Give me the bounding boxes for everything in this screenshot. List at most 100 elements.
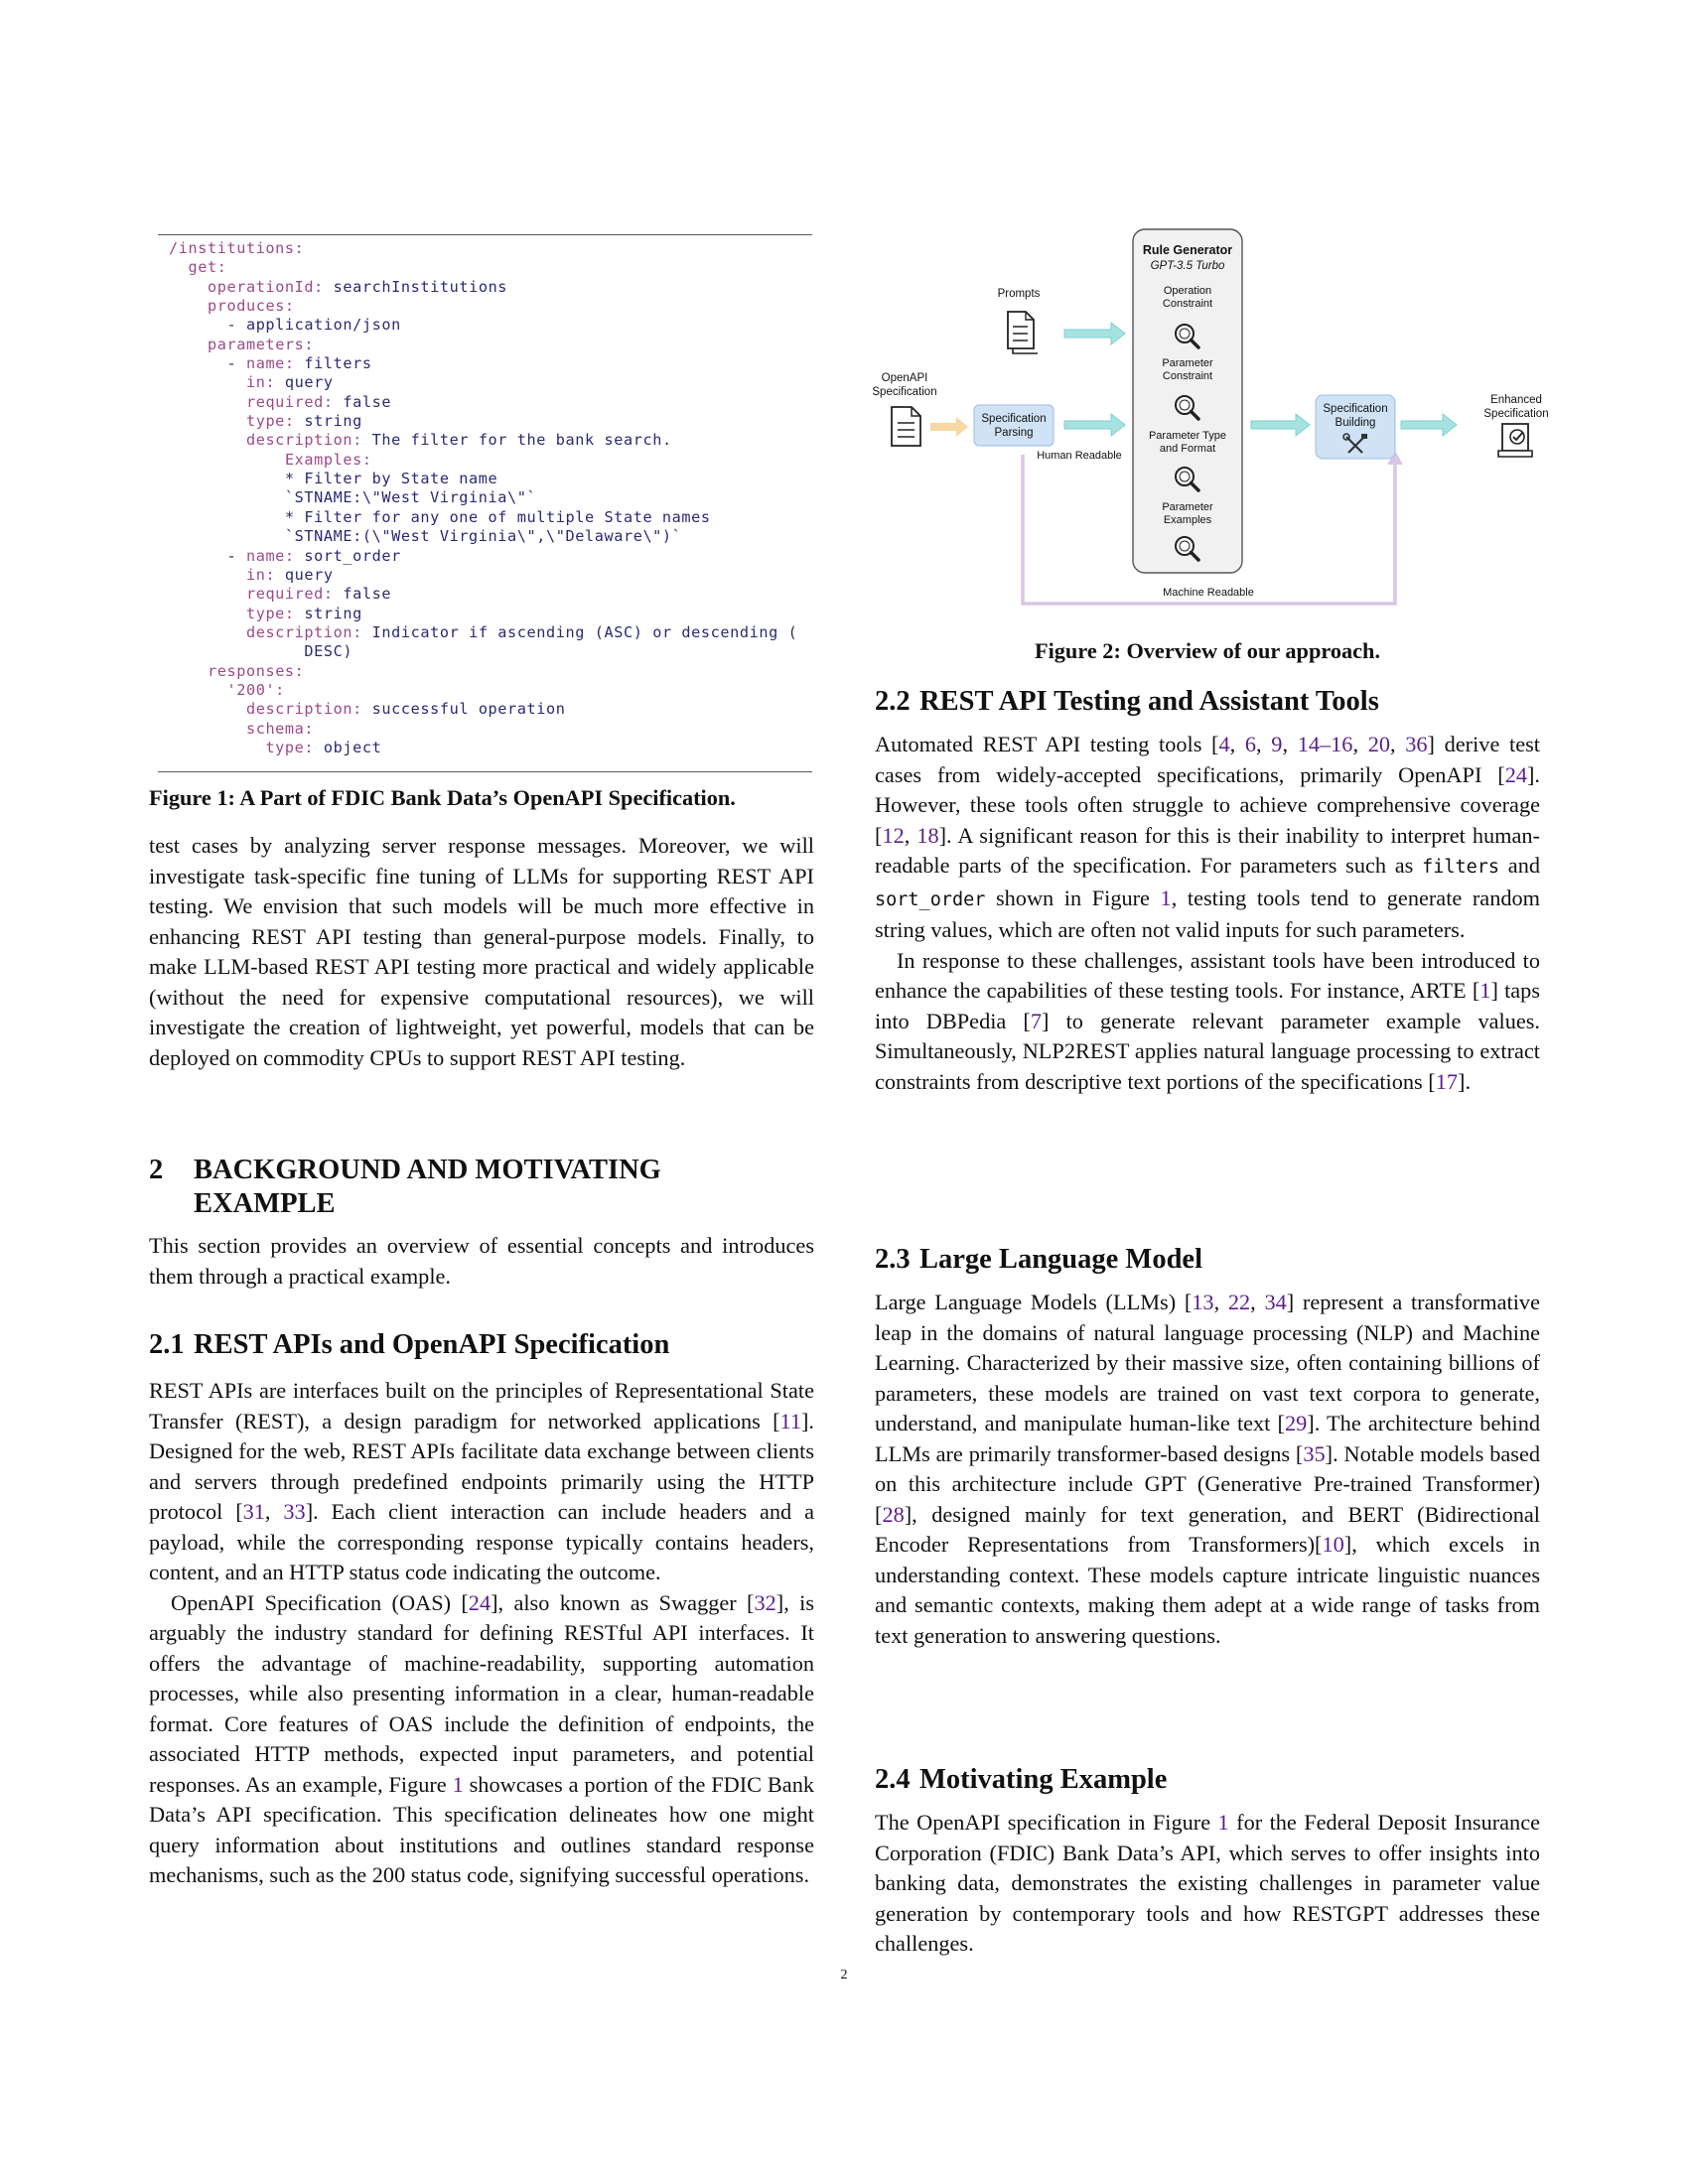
tools-icon bbox=[1342, 433, 1367, 454]
page-number: 2 bbox=[840, 1968, 848, 1982]
parameter-examples-label-1: Parameter bbox=[1162, 501, 1213, 513]
rule-generator-title: Rule Generator bbox=[1143, 243, 1232, 257]
machine-readable-arrowhead bbox=[1387, 451, 1403, 465]
section-number: 2 bbox=[149, 1155, 164, 1185]
code-line: schema: bbox=[245, 719, 315, 738]
arrow-parsing-to-generator bbox=[1063, 412, 1126, 438]
verified-document-icon bbox=[1497, 423, 1533, 458]
citation-link[interactable]: 31 bbox=[242, 1499, 265, 1524]
citation-link[interactable]: 18 bbox=[916, 822, 939, 848]
openapi-label-1: OpenAPI bbox=[882, 372, 928, 384]
inline-code: filters bbox=[1422, 857, 1500, 878]
section-title: REST API Testing and Assistant Tools bbox=[919, 686, 1379, 717]
specification-parsing-box bbox=[973, 404, 1055, 447]
section-title: Large Language Model bbox=[919, 1244, 1202, 1275]
figure2-diagram: Machine Readable OpenAPI Specification S… bbox=[872, 228, 1549, 606]
citation-link[interactable]: 24 bbox=[1504, 761, 1527, 787]
magnifier-icon bbox=[1175, 324, 1200, 349]
citation-link[interactable]: 9 bbox=[1271, 732, 1283, 756]
code-text: /institutions: get: operationId: searchI… bbox=[158, 235, 812, 757]
paragraph: Automated REST API testing tools [4, 6, … bbox=[875, 732, 1540, 942]
arrow-prompts-to-generator bbox=[1063, 321, 1126, 346]
citation-link[interactable]: 11 bbox=[779, 1408, 801, 1433]
human-readable-label: Human Readable bbox=[1037, 450, 1122, 462]
citation-link[interactable]: 17 bbox=[1435, 1068, 1459, 1094]
arrow-generator-to-building bbox=[1250, 412, 1311, 438]
citation-link[interactable]: 12 bbox=[882, 822, 905, 848]
arrow-to-parsing bbox=[930, 417, 968, 437]
citation-link[interactable]: 20 bbox=[1367, 732, 1390, 756]
section-number: 2.2 bbox=[875, 686, 911, 717]
citation-link[interactable]: 4 bbox=[1218, 732, 1230, 756]
section-number: 2.3 bbox=[875, 1244, 911, 1275]
citation-link[interactable]: 6 bbox=[1244, 732, 1257, 756]
citation-link[interactable]: 7 bbox=[1030, 1008, 1043, 1033]
figure1-code-listing: /institutions: get: operationId: searchI… bbox=[158, 234, 812, 772]
code-line: * Filter for any one of multiple State n… bbox=[169, 507, 711, 526]
arrow-building-to-enhanced bbox=[1400, 412, 1458, 438]
citation-link[interactable]: 10 bbox=[1322, 1532, 1344, 1557]
code-line: responses: bbox=[207, 661, 305, 680]
building-label-1: Specification bbox=[1323, 403, 1387, 415]
prompts-document-icon bbox=[1007, 311, 1038, 354]
citation-link[interactable]: 33 bbox=[283, 1499, 306, 1524]
section-2-3-body: Large Language Models (LLMs) [13, 22, 34… bbox=[875, 1288, 1540, 1651]
parsing-label-1: Specification bbox=[981, 413, 1046, 425]
code-line: `STNAME:\"West Virginia\"` bbox=[169, 488, 537, 507]
paragraph: This section provides an overview of ess… bbox=[149, 1233, 814, 1289]
citation-link[interactable]: 29 bbox=[1284, 1411, 1308, 1435]
section-title: Motivating Example bbox=[919, 1764, 1168, 1795]
machine-readable-path bbox=[1021, 455, 1397, 606]
section-title: REST APIs and OpenAPI Specification bbox=[194, 1329, 670, 1360]
figure1-caption: Figure 1: A Part of FDIC Bank Data’s Ope… bbox=[149, 785, 736, 810]
section-2-3-heading: 2.3 Large Language Model bbox=[875, 1243, 1540, 1277]
citation-link[interactable]: 36 bbox=[1405, 732, 1428, 756]
section-2-1-body: REST APIs are interfaces built on the pr… bbox=[149, 1376, 814, 1891]
code-line: operationId: searchInstitutions bbox=[207, 277, 508, 296]
section-title-line2: EXAMPLE bbox=[194, 1188, 336, 1219]
code-line: /institutions: bbox=[169, 239, 305, 257]
code-line: type: string bbox=[245, 604, 362, 622]
code-line: Examples: bbox=[284, 450, 372, 469]
code-line: produces: bbox=[207, 297, 295, 316]
parameter-examples-label-2: Examples bbox=[1164, 514, 1212, 526]
parameter-type-label-2: and Format bbox=[1160, 443, 1215, 455]
paragraph: test cases by analyzing server response … bbox=[149, 833, 814, 1070]
parameter-constraint-label-2: Constraint bbox=[1163, 370, 1212, 382]
code-line: - name: sort_order bbox=[169, 546, 401, 565]
citation-link[interactable]: 14–16 bbox=[1297, 732, 1353, 756]
left-para-1: test cases by analyzing server response … bbox=[149, 831, 814, 1073]
figure-reference-link[interactable]: 1 bbox=[1217, 1810, 1229, 1835]
magnifier-icon bbox=[1175, 536, 1200, 562]
section-2-4-body: The OpenAPI specification in Figure 1 fo… bbox=[875, 1808, 1540, 1960]
magnifier-icon bbox=[1175, 395, 1200, 421]
magnifier-icon bbox=[1175, 467, 1200, 492]
citation-link[interactable]: 22 bbox=[1227, 1290, 1251, 1314]
citation-link[interactable]: 35 bbox=[1303, 1440, 1326, 1466]
citation-link[interactable]: 24 bbox=[468, 1589, 492, 1615]
code-line: parameters: bbox=[207, 335, 315, 353]
figure-reference-link[interactable]: 1 bbox=[452, 1771, 464, 1797]
code-line: type: object bbox=[265, 738, 382, 756]
inline-code: sort_order bbox=[875, 888, 986, 910]
paragraph: Large Language Models (LLMs) [13, 22, 34… bbox=[875, 1290, 1540, 1648]
citation-link[interactable]: 34 bbox=[1264, 1290, 1287, 1314]
code-line: description: The filter for the bank sea… bbox=[245, 431, 672, 450]
paragraph: OpenAPI Specification (OAS) [24], also k… bbox=[149, 1589, 815, 1888]
citation-link[interactable]: 28 bbox=[882, 1501, 905, 1527]
citation-link[interactable]: 13 bbox=[1192, 1290, 1214, 1314]
parsing-label-2: Parsing bbox=[995, 427, 1034, 439]
figure-reference-link[interactable]: 1 bbox=[1160, 885, 1172, 910]
section-2-2-body: Automated REST API testing tools [4, 6, … bbox=[875, 730, 1540, 1097]
citation-link[interactable]: 32 bbox=[754, 1589, 776, 1615]
code-line: * Filter by State name bbox=[169, 470, 498, 488]
citation-link[interactable]: 1 bbox=[1479, 978, 1491, 1003]
code-line: - application/json bbox=[169, 316, 401, 335]
building-label-2: Building bbox=[1336, 417, 1376, 429]
code-line: description: Indicator if ascending (ASC… bbox=[245, 622, 798, 641]
code-line: type: string bbox=[245, 412, 362, 431]
section-2-2-heading: 2.2 REST API Testing and Assistant Tools bbox=[875, 685, 1540, 719]
